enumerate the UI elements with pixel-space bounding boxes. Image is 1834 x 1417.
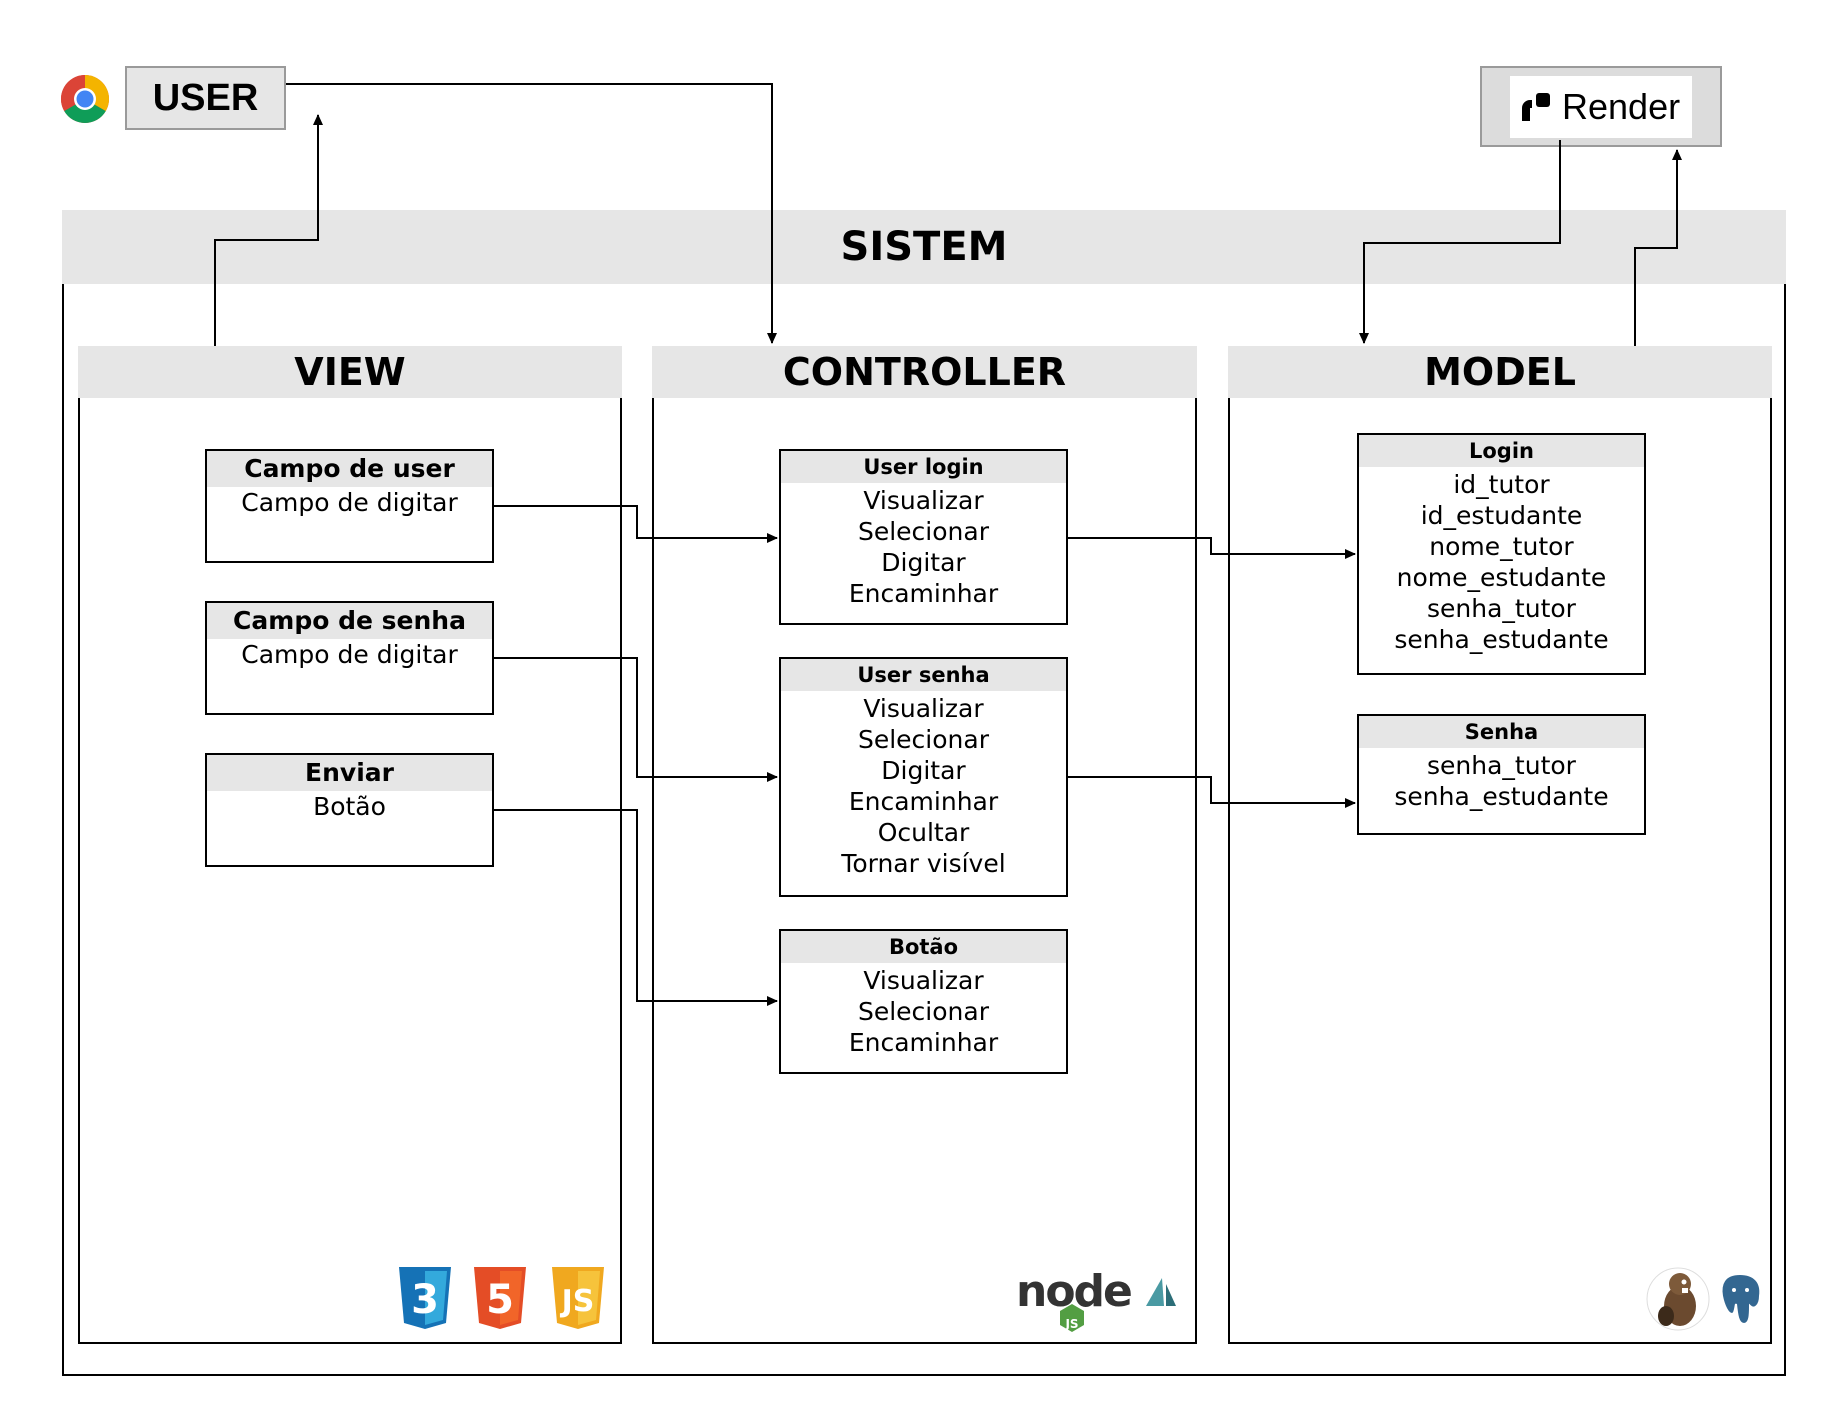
- render-label: Render: [1562, 86, 1681, 127]
- view-box-title: Enviar: [207, 755, 492, 791]
- html5-icon: 5: [472, 1265, 528, 1331]
- model-box-line: senha_tutor: [1427, 751, 1576, 780]
- campo-user-to-user-login-line: [494, 505, 778, 543]
- controller-box-line: Ocultar: [877, 818, 970, 847]
- nodejs-icon: node JS: [1016, 1262, 1176, 1334]
- controller-box-line: Encaminhar: [848, 579, 999, 608]
- controller-box-line: Digitar: [881, 548, 966, 577]
- model-box-title: Login: [1359, 435, 1644, 467]
- controller-box-user-login: User login Visualizar Selecionar Digitar…: [779, 449, 1068, 625]
- chrome-icon: [60, 74, 110, 124]
- model-box-title: Senha: [1359, 716, 1644, 748]
- controller-box-line: Visualizar: [863, 966, 984, 995]
- render-icon: [1520, 91, 1552, 123]
- view-header: VIEW: [78, 346, 622, 398]
- view-box-line: Campo de digitar: [241, 640, 458, 669]
- user-to-controller-line: [286, 83, 777, 344]
- model-box-login: Login id_tutor id_estudante nome_tutor n…: [1357, 433, 1646, 675]
- campo-senha-to-user-senha-line: [494, 657, 778, 782]
- model-box-line: senha_estudante: [1394, 782, 1609, 811]
- model-header: MODEL: [1228, 346, 1772, 398]
- view-title: VIEW: [294, 350, 406, 394]
- javascript-icon: JS: [550, 1265, 606, 1331]
- view-box-user: Campo de user Campo de digitar: [205, 449, 494, 563]
- user-box: USER: [125, 66, 286, 130]
- controller-box-line: Selecionar: [857, 725, 989, 754]
- controller-box-user-senha: User senha Visualizar Selecionar Digitar…: [779, 657, 1068, 897]
- controller-header: CONTROLLER: [652, 346, 1197, 398]
- view-box-senha: Campo de senha Campo de digitar: [205, 601, 494, 715]
- view-box-line: Campo de digitar: [241, 488, 458, 517]
- controller-box-line: Visualizar: [863, 694, 984, 723]
- javascript-glyph: JS: [560, 1284, 595, 1319]
- html5-glyph: 5: [486, 1277, 514, 1323]
- postgresql-icon: [1716, 1270, 1764, 1328]
- model-box-line: senha_tutor: [1427, 594, 1576, 623]
- view-box-title: Campo de user: [207, 451, 492, 487]
- view-box-line: Botão: [313, 792, 386, 821]
- controller-box-line: Selecionar: [857, 517, 989, 546]
- enviar-to-botao-line: [494, 809, 778, 1006]
- controller-box-title: Botão: [781, 931, 1066, 963]
- system-frame: [62, 210, 1786, 1376]
- controller-box-line: Visualizar: [863, 486, 984, 515]
- render-box: Render: [1480, 66, 1722, 147]
- controller-box-title: User login: [781, 451, 1066, 483]
- render-to-model-line: [1359, 140, 1561, 344]
- css3-icon: 3: [397, 1265, 453, 1331]
- dbeaver-icon: [1646, 1266, 1710, 1332]
- controller-box-line: Encaminhar: [848, 787, 999, 816]
- model-box-line: id_tutor: [1453, 470, 1550, 499]
- controller-box-title: User senha: [781, 659, 1066, 691]
- controller-box-botao: Botão Visualizar Selecionar Encaminhar: [779, 929, 1068, 1074]
- view-box-enviar: Enviar Botão: [205, 753, 494, 867]
- model-to-render-line: [1634, 149, 1682, 346]
- nodejs-badge: JS: [1064, 1317, 1078, 1331]
- controller-box-line: Digitar: [881, 756, 966, 785]
- controller-title: CONTROLLER: [782, 350, 1067, 394]
- model-box-line: nome_estudante: [1396, 563, 1607, 592]
- view-to-user-line: [214, 114, 323, 346]
- model-box-line: senha_estudante: [1394, 625, 1609, 654]
- user-senha-to-senha-line: [1068, 776, 1356, 808]
- controller-box-line: Selecionar: [857, 997, 989, 1026]
- css3-glyph: 3: [411, 1277, 439, 1323]
- user-login-to-login-line: [1068, 537, 1356, 559]
- user-label: USER: [152, 76, 259, 119]
- model-box-line: id_estudante: [1420, 501, 1583, 530]
- view-box-title: Campo de senha: [207, 603, 492, 639]
- system-title: SISTEM: [840, 224, 1008, 270]
- model-box-line: nome_tutor: [1429, 532, 1574, 561]
- controller-box-line: Encaminhar: [848, 1028, 999, 1057]
- render-badge: Render: [1510, 76, 1692, 138]
- model-box-senha: Senha senha_tutor senha_estudante: [1357, 714, 1646, 835]
- controller-box-line: Tornar visível: [841, 849, 1006, 878]
- model-title: MODEL: [1424, 350, 1576, 394]
- system-header: SISTEM: [62, 210, 1786, 284]
